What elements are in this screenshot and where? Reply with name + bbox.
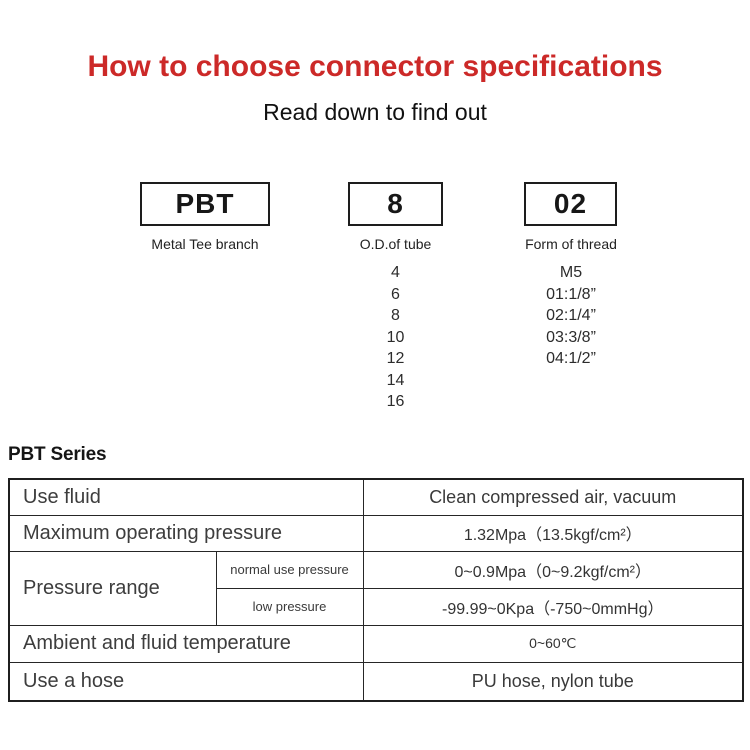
label-thread: Form of thread [525, 236, 617, 252]
temperature-value: 0~60℃ [362, 624, 744, 663]
tube-od-options: 4 6 8 10 12 14 16 [330, 262, 461, 413]
code-box-thread-text: 02 [553, 188, 588, 219]
thread-option: M5 [559, 264, 583, 281]
code-box-series: PBT [140, 182, 270, 226]
row-temperature: Ambient and fluid temperature 0~60℃ [8, 624, 744, 663]
tube-od-option: 10 [386, 328, 405, 346]
normal-pressure-value: 0~0.9Mpa（0~9.2kgf/cm²） [362, 550, 744, 589]
row-pressure-normal: Pressure range normal use pressure 0~0.9… [8, 550, 744, 626]
row-max-pressure: Maximum operating pressure 1.32Mpa（13.5k… [8, 514, 744, 552]
row-hose: Use a hose PU hose, nylon tube [8, 661, 744, 702]
label-tube-od: O.D.of tube [359, 236, 432, 252]
tube-od-option: 4 [391, 264, 400, 281]
max-pressure-label: Maximum operating pressure [8, 514, 364, 552]
low-pressure-value: -99.99~0Kpa（-750~0mmHg） [362, 587, 744, 626]
hose-label: Use a hose [8, 661, 364, 702]
use-fluid-label: Use fluid [8, 478, 364, 516]
label-series: Metal Tee branch [151, 236, 259, 252]
tube-od-option: 8 [391, 307, 400, 324]
use-fluid-value: Clean compressed air, vacuum [362, 478, 744, 516]
normal-pressure-label: normal use pressure [215, 550, 364, 589]
tube-od-option: 12 [386, 350, 405, 367]
thread-option: 03:3/8” [546, 328, 596, 346]
page-title: How to choose connector specifications [87, 50, 663, 83]
thread-option: 04:1/2” [546, 350, 596, 367]
page-subtitle: Read down to find out [263, 99, 487, 125]
low-pressure-label: low pressure [215, 587, 364, 626]
pressure-range-label: Pressure range [8, 550, 217, 626]
max-pressure-value: 1.32Mpa（13.5kgf/cm²） [362, 514, 744, 552]
tube-od-option: 16 [386, 393, 405, 410]
thread-options: M5 01:1/8” 02:1/4” 03:3/8” 04:1/2” [506, 262, 636, 370]
temperature-label: Ambient and fluid temperature [8, 624, 364, 663]
tube-od-option: 6 [391, 285, 400, 303]
series-heading: PBT Series [8, 444, 107, 465]
row-use-fluid: Use fluid Clean compressed air, vacuum [8, 478, 744, 516]
thread-option: 01:1/8” [546, 285, 596, 303]
code-box-thread: 02 [524, 182, 617, 226]
tube-od-option: 14 [386, 371, 405, 389]
code-box-tube-od: 8 [348, 182, 443, 226]
hose-value: PU hose, nylon tube [362, 661, 744, 702]
thread-option: 02:1/4” [546, 307, 596, 324]
spec-table: Use fluid Clean compressed air, vacuum M… [8, 478, 744, 702]
code-box-series-text: PBT [175, 188, 235, 219]
row-pressure-low: low pressure -99.99~0Kpa（-750~0mmHg） [9, 587, 744, 626]
code-box-tube-od-text: 8 [387, 188, 404, 219]
